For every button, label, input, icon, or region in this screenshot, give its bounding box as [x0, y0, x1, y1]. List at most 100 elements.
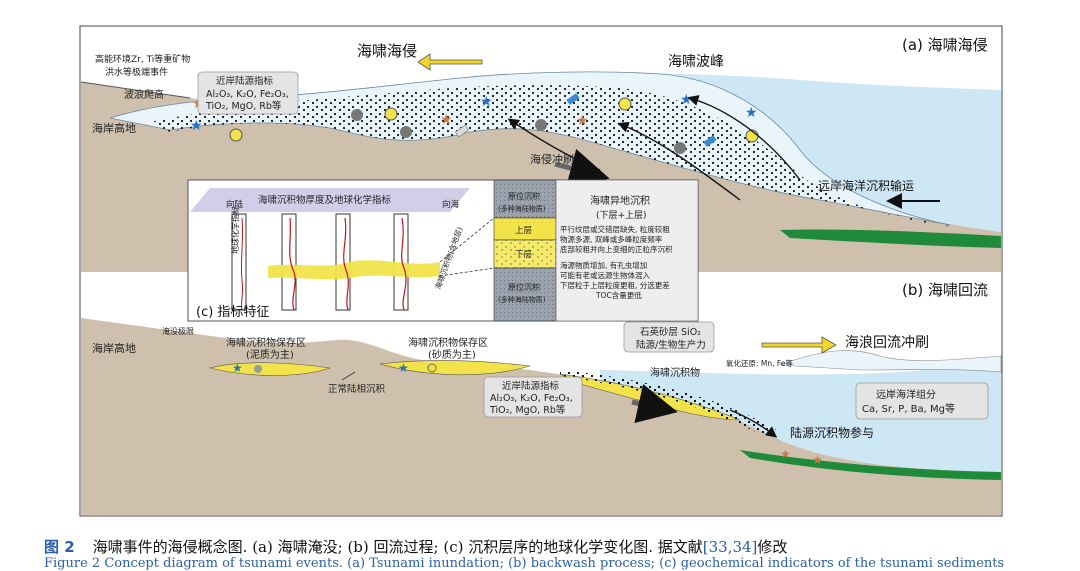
tsunami-layer-band: [268, 260, 440, 280]
desc-title-line1: 海啸异地沉积: [590, 194, 650, 207]
leader-line: [341, 371, 356, 381]
desc-para2-2: 下层粒于上层粒度更粗, 分选更差: [560, 280, 670, 290]
desc-para1-1: 物源多源, 双峰或多峰粒度频率: [560, 234, 663, 244]
flow-arrow-icon: [687, 95, 801, 181]
sand-grain-icon: [229, 128, 243, 142]
panel-b: ★ ★ ★ ★ (b) 海啸回流 海岸高地 淹没极限 海啸沉积物保存区 (泥质为…: [81, 281, 1002, 515]
sand-grain-icon: [384, 107, 398, 121]
vertical-axis-label: 地球化学指标: [230, 206, 240, 254]
backwash-arrow-icon: [761, 336, 837, 354]
panel-a-label: (a) 海啸海侵: [902, 36, 988, 54]
wave-runup-label: 波浪爬高: [124, 88, 164, 101]
zone2-line1: 海啸沉积物保存区: [408, 336, 488, 349]
figure-number: 图 2: [44, 538, 75, 556]
zone1-line2: (泥质为主): [246, 348, 294, 361]
quartz-box: [623, 321, 715, 353]
desc-para1-0: 平行纹层或交错层缺失, 粒度较粗: [560, 224, 670, 234]
offshore-component-box: [855, 382, 989, 420]
wave-crest-label: 海啸波峰: [668, 54, 724, 70]
shell-star-icon: ★: [812, 453, 823, 467]
shell-fragment-icon: [703, 135, 717, 147]
foram-star-icon: ★: [398, 361, 409, 375]
sand-grain-icon: [618, 97, 632, 111]
quartz-line1: 石英砂层 SiO₂: [640, 326, 701, 338]
terrigenous-line2-b: TiO₂, MgO, Rb等: [489, 404, 566, 416]
terrigenous-input-label: 陆源沉积物参与: [790, 425, 874, 440]
backwash-erosion-arrow-icon: [631, 383, 678, 424]
shell-star-icon: ★: [576, 113, 589, 129]
terrigenous-indicator-box: [197, 71, 299, 115]
wood-fragment-icon: [454, 124, 470, 138]
offshore-title: 远岸海洋组分: [876, 388, 936, 401]
tsunami-deposit-label: 海啸沉积物: [650, 366, 700, 379]
panel-c-label: (c) 指标特征: [196, 305, 269, 320]
heavy-minerals-line1: 高能环境Zr, Ti等重矿物: [95, 53, 190, 65]
col-lower-label: 下层: [515, 250, 532, 260]
terrigenous-line1-a: Al₂O₃, K₂O, Fe₂O₃,: [206, 89, 289, 100]
offshore-transport-label: 远岸海洋沉积输运: [818, 178, 914, 193]
redox-label: 氧化还原: Mn, Fe等: [726, 358, 793, 368]
backwash-erosion-label: 海浪回流冲刷: [845, 335, 929, 351]
col-upper-label: 上层: [515, 226, 532, 236]
panel-a-shoreline: [80, 81, 191, 99]
flow-arrow-icon: [729, 409, 778, 438]
col-top-label: 原位沉积: [508, 191, 540, 201]
backwash-sediment: [560, 370, 780, 434]
coastal-highland-a: 海岸高地: [92, 121, 136, 135]
pebble-icon: [400, 126, 412, 138]
seaward-label: 向海: [442, 199, 460, 210]
foram-star-icon: ★: [680, 92, 693, 108]
erosion-arrow-icon: [554, 148, 610, 188]
terrigenous-line1-b: Al₂O₃, K₂O, Fe₂O₃,: [490, 393, 573, 404]
normal-deposit-label: 正常陆相沉积: [328, 383, 386, 395]
zone2-line2: (砂质为主): [428, 348, 476, 361]
suspended-sediment: [150, 85, 960, 228]
landward-label: 向陆: [226, 199, 244, 210]
foram-star-icon: ★: [190, 118, 203, 134]
quartz-line2: 陆源/生物生产力: [636, 339, 706, 351]
caption-suffix: 修改: [757, 538, 788, 556]
caption-refs[interactable]: [33,34]: [702, 538, 758, 556]
pebble-icon: [351, 109, 363, 121]
inundation-label: 海啸海侵: [357, 42, 417, 60]
indicator-header-bar: [190, 188, 470, 212]
sand-deposit-lens: [379, 360, 531, 376]
coastal-highland-b: 海岸高地: [92, 341, 136, 355]
panel-b-label: (b) 海啸回流: [902, 281, 988, 299]
panel-c: 海啸沉积物厚度及地球化学指标 向陆 向海 地球化学指标 海啸沉积物(含地层) (…: [187, 179, 699, 322]
panel-b-wave: [779, 350, 1002, 373]
zone1-line1: 海啸沉积物保存区: [226, 336, 306, 349]
panel-b-vegetation: [740, 450, 1001, 480]
terrigenous-indicator-box-b: [483, 376, 583, 418]
desc-title-line2: (下层+上层): [596, 210, 647, 221]
desc-para1-2: 底部较粗并向上变细的正粒序沉积: [560, 244, 673, 254]
description-box: [555, 179, 699, 322]
strat-column: [493, 179, 557, 322]
erosion-label: 海侵冲刷: [530, 152, 574, 166]
mud-deposit-lens: [209, 362, 331, 376]
inundation-arrow-icon: [417, 53, 483, 71]
pebble-icon: [674, 142, 686, 154]
geochem-profiles: [231, 213, 440, 311]
panel-a-vegetation: [780, 229, 1001, 248]
col-bottom-label: 原位沉积: [508, 282, 540, 292]
indicator-header: 海啸沉积物厚度及地球化学指标: [258, 194, 392, 206]
caption-english: Figure 2 Concept diagram of tsunami even…: [44, 556, 1005, 571]
sand-grain-icon: [427, 363, 437, 373]
terrigenous-title-b: 近岸陆源指标: [502, 380, 560, 392]
terrigenous-line2-a: TiO₂, MgO, Rb等: [205, 100, 282, 112]
offshore-elements: Ca, Sr, P, Ba, Mg等: [862, 402, 955, 415]
foram-star-icon: ★: [232, 361, 243, 375]
terrigenous-title-a: 近岸陆源指标: [216, 75, 274, 87]
shell-star-icon: ★: [780, 447, 791, 461]
heavy-minerals-line2: 洪水等极端事件: [105, 66, 168, 78]
desc-para2-1: 可能有老或远源生物体混入: [560, 270, 650, 280]
shell-fragment-icon: [566, 93, 580, 105]
shell-star-icon: ★: [440, 112, 453, 128]
desc-para2-3: TOC含量更低: [595, 290, 642, 300]
foram-star-icon: ★: [745, 105, 758, 121]
pebble-icon: [254, 365, 262, 373]
col-top-sub: (多种海陆物质): [498, 204, 546, 213]
